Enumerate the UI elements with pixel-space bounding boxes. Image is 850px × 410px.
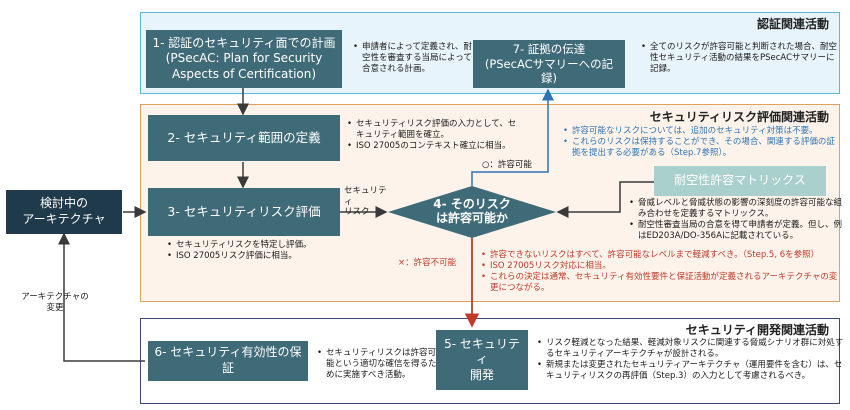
certification-zone-title: 認証関連活動	[756, 17, 829, 31]
not-acceptable-label: ×：許容不可能	[398, 258, 457, 268]
acceptable-label: ○：許容可能	[482, 160, 532, 170]
risk-eval-note: セキュリティリスクを特定し評価。 ISO 27005リスク評価に相当。	[166, 240, 352, 262]
matrix-note-item: 耐空性審査当局の合意を得て申請者が定義。但し、例はED203A/DO-356Aに…	[629, 220, 844, 242]
arch-change-label: アーキテクチャの 変更	[21, 292, 89, 313]
plan-note: 申請者によって定義され、耐空性を審査する当局によって合意される計画。	[352, 42, 474, 75]
arrow-matrix-to-decision	[556, 181, 654, 218]
risk-eval-zone-title: セキュリティリスク評価関連活動	[649, 110, 829, 124]
development-note: リスク軽減となった結果、軽減対象リスクに関連する脅威シナリオ群に対処するセキュリ…	[536, 338, 844, 382]
acceptable-note-item: これらのリスクは保持することができ、その場合、関連する評価の証拠を提出する必要が…	[563, 137, 838, 159]
plan-box: 1- 認証のセキュリティ面での計画 (PSecAC: Plan for Secu…	[146, 30, 342, 88]
decision-box: 4- そのリスク は許容可能か	[433, 197, 511, 225]
effectiveness-note: セキュリティリスクは許容可能という適切な確信を得るために実施すべき活動。	[316, 348, 440, 381]
matrix-box: 耐空性許容マトリックス	[654, 166, 826, 196]
matrix-note: 脅威レベルと脅威状態の影響の深刻度の許容可能な組み合わせを定義するマトリックス。…	[628, 198, 844, 242]
evidence-note: 全てのリスクが許容可能と判断された場合、耐空性セキュリティ活動の結果をPSecA…	[640, 42, 842, 75]
scope-box: 2- セキュリティ範囲の定義	[148, 115, 340, 161]
effectiveness-note-item: セキュリティリスクは許容可能という適切な確信を得るために実施すべき活動。	[317, 348, 440, 381]
arrow-effectiveness-to-arch	[58, 232, 145, 362]
not-acceptable-note: 許容できないリスクはすべて、許容可能なレベルまで軽減すべき。（Step.5, 6…	[480, 250, 840, 294]
matrix-note-item: 脅威レベルと脅威状態の影響の深刻度の許容可能な組み合わせを定義するマトリックス。	[629, 198, 844, 220]
evidence-note-item: 全てのリスクが許容可能と判断された場合、耐空性セキュリティ活動の結果をPSecA…	[641, 42, 842, 75]
risk-eval-note-item: セキュリティリスクを特定し評価。	[167, 240, 352, 251]
not-acceptable-note-item: ISO 27005リスク対応に相当。	[481, 261, 840, 272]
risk-eval-box: 3- セキュリティリスク評価	[148, 188, 340, 236]
scope-note-item: ISO 27005のコンテキスト確立に相当。	[347, 141, 524, 152]
acceptable-note: 許容可能なリスクについては、追加のセキュリティ対策は不要。 これらのリスクは保持…	[562, 126, 838, 159]
development-note-item: リスク軽減となった結果、軽減対象リスクに関連する脅威シナリオ群に対処するセキュリ…	[537, 338, 844, 360]
risk-eval-note-item: ISO 27005リスク評価に相当。	[167, 251, 352, 262]
effectiveness-box: 6- セキュリティ有効性の保証	[148, 341, 308, 381]
architecture-box: 検討中の アーキテクチャ	[6, 190, 122, 234]
not-acceptable-note-item: これらの決定は通常、セキュリティ有効性要件と保証活動が定義されるアーキテクチャの…	[481, 272, 840, 294]
not-acceptable-note-item: 許容できないリスクはすべて、許容可能なレベルまで軽減すべき。（Step.5, 6…	[481, 250, 840, 261]
scope-note: セキュリティリスク評価の入力として、セキュリティ範囲を確立。 ISO 27005…	[346, 119, 524, 152]
acceptable-note-item: 許容可能なリスクについては、追加のセキュリティ対策は不要。	[563, 126, 838, 137]
plan-note-item: 申請者によって定義され、耐空性を審査する当局によって合意される計画。	[353, 42, 474, 75]
arrow-decision-to-evidence	[471, 88, 554, 186]
scope-note-item: セキュリティリスク評価の入力として、セキュリティ範囲を確立。	[347, 119, 524, 141]
dev-zone-title: セキュリティ開発関連活動	[685, 323, 829, 337]
evidence-box: 7- 証拠の伝達 (PSecACサマリーへの記録)	[473, 40, 625, 88]
development-note-item: 新規または変更されたセキュリティアーキテクチャ（運用要件を含む）は、セキュリティ…	[537, 360, 844, 382]
security-risk-label: セキュリティ リスク	[344, 186, 387, 218]
decision-diamond-shape	[388, 186, 556, 238]
development-box: 5- セキュリティ 開発	[436, 330, 528, 390]
